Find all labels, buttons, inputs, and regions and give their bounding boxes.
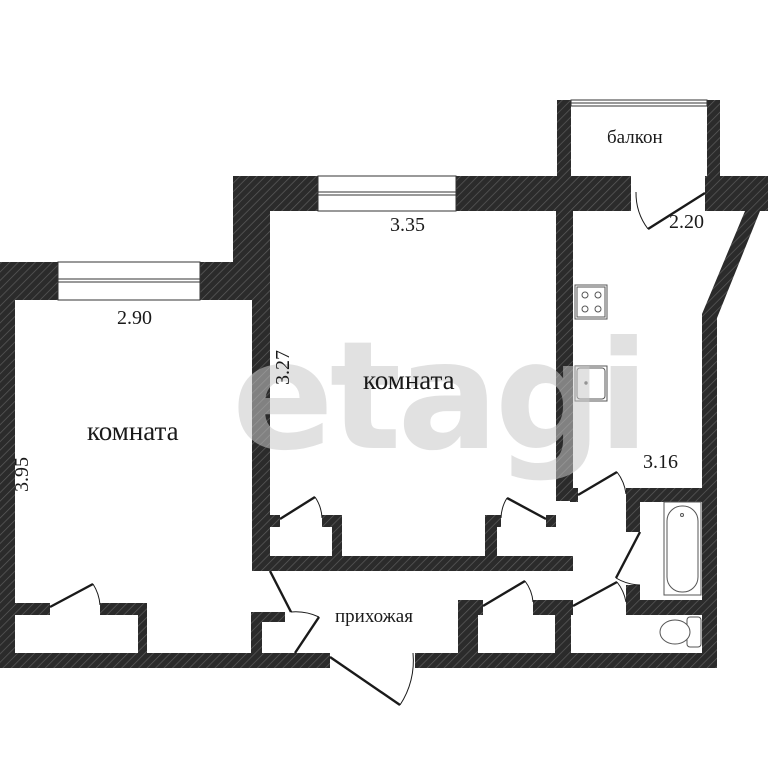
dim-left-width: 2.90 [117, 307, 152, 329]
dim-kitchen-width: 2.20 [669, 211, 704, 233]
bathtub-icon [663, 501, 702, 596]
window-left-room [57, 261, 201, 301]
room-label-balcony: балкон [607, 127, 663, 148]
dim-middle-height: 3.27 [272, 350, 294, 385]
room-label-left: комната [87, 416, 179, 446]
dim-middle-width: 3.35 [390, 214, 425, 236]
dim-left-height: 3.95 [11, 457, 33, 492]
doors [49, 191, 706, 706]
room-label-hallway: прихожая [335, 606, 413, 627]
toilet-icon [659, 616, 702, 648]
window-middle-room [317, 175, 457, 212]
dim-kitchen-height: 3.16 [643, 451, 678, 473]
sink-icon [574, 365, 608, 402]
stove-icon [574, 284, 608, 320]
room-label-middle: комната [363, 365, 455, 395]
windows [57, 99, 708, 301]
walls [0, 100, 768, 668]
